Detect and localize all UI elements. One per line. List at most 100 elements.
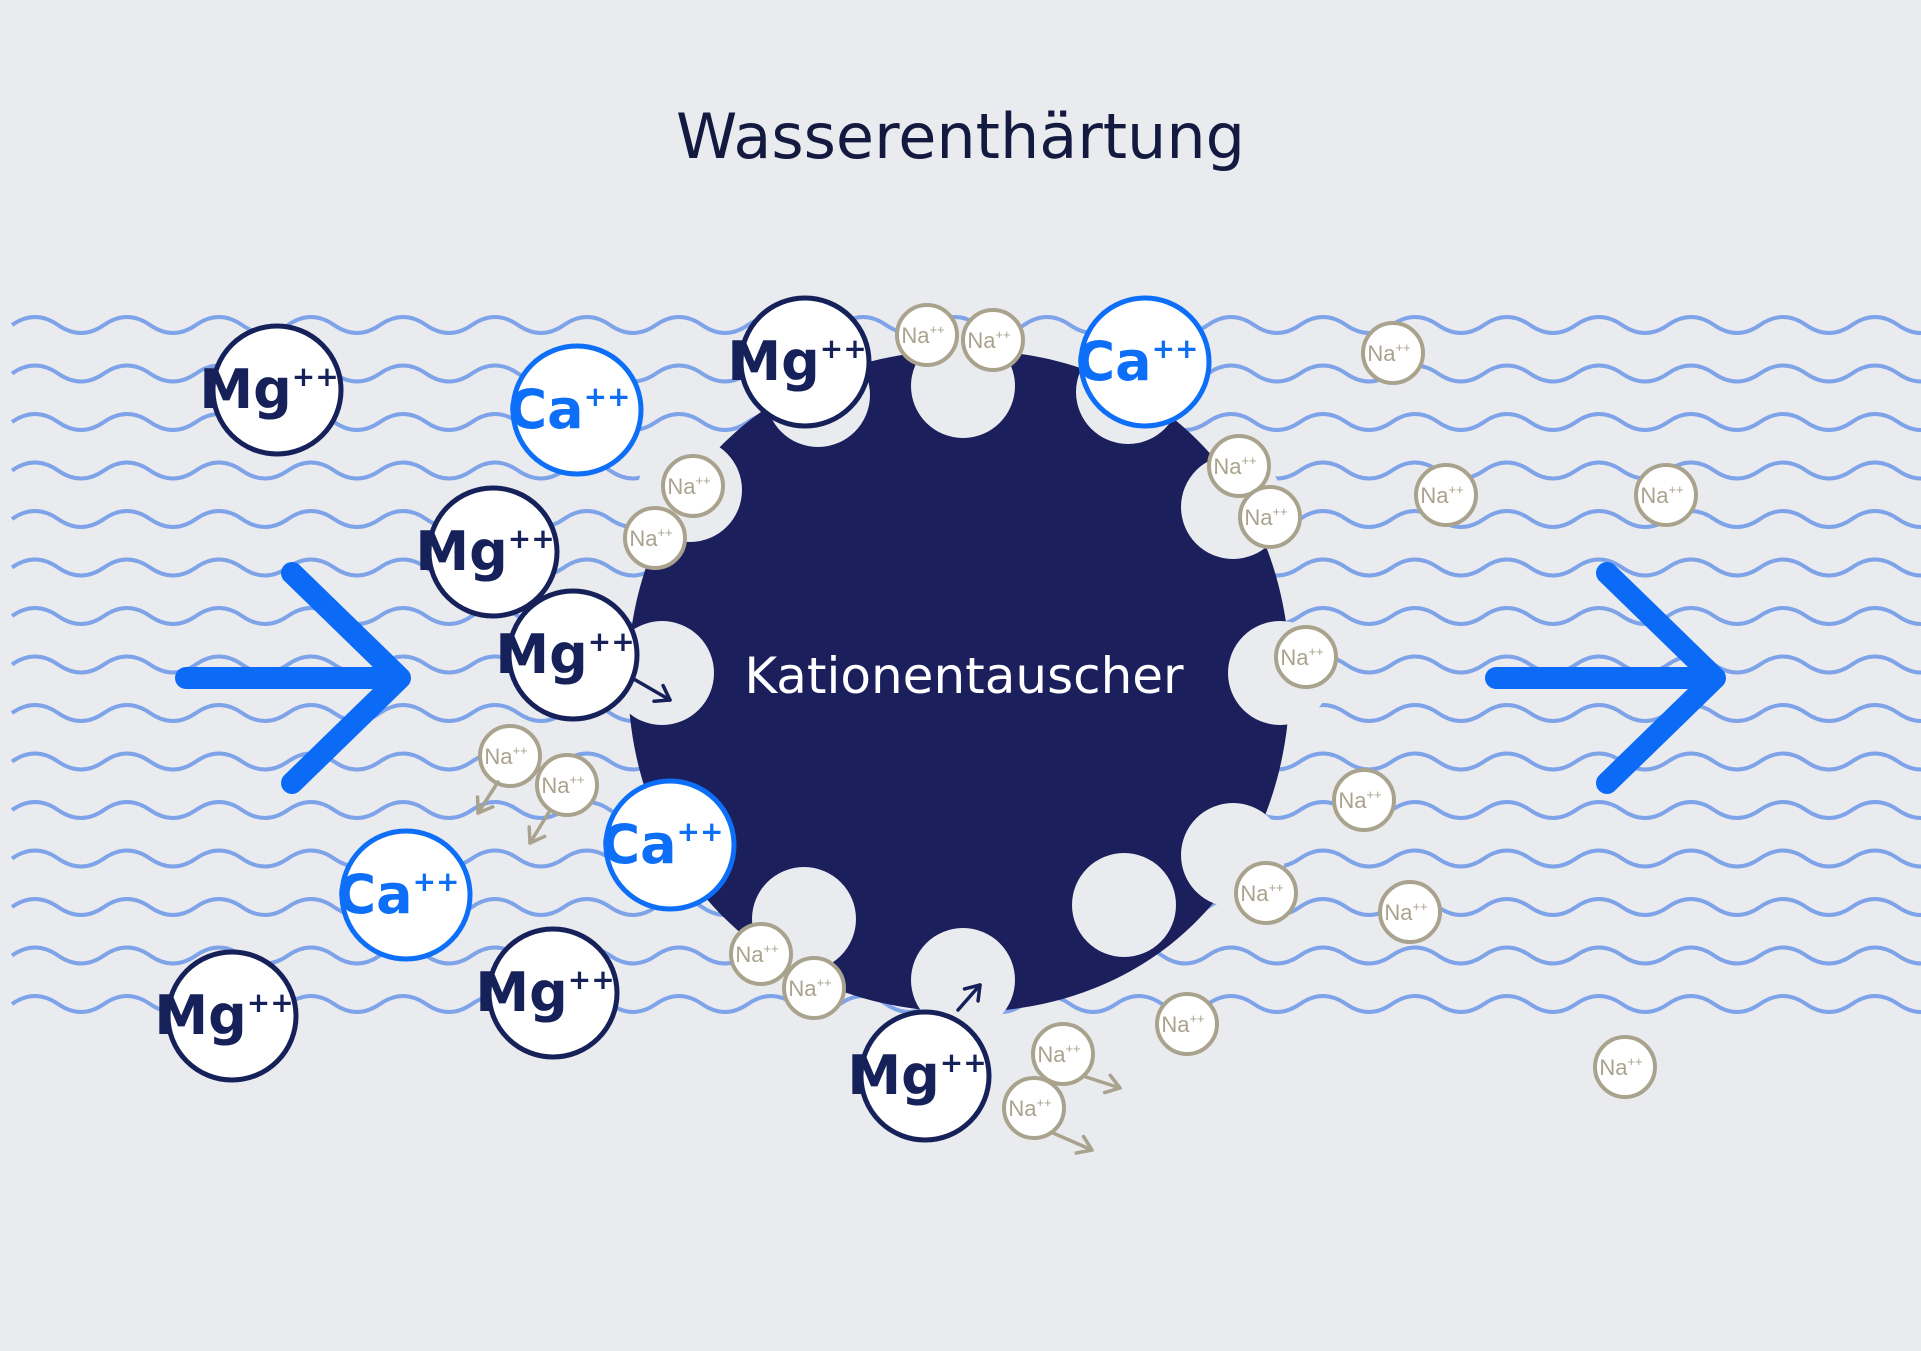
- mg-ion-charge: ++: [588, 625, 635, 658]
- ion-movement-arrow-icon: [475, 780, 500, 815]
- na-ion-circle: [1238, 485, 1302, 549]
- na-ion: Na++: [1207, 434, 1271, 498]
- na-ion-charge: ++: [1308, 644, 1323, 659]
- ca-ion-label: Ca++: [337, 863, 460, 926]
- na-ion-circle: [1274, 625, 1338, 689]
- na-ion-charge: ++: [995, 327, 1010, 342]
- cation-exchanger-label: Kationentauscher: [744, 647, 1184, 705]
- na-ion-symbol: Na: [1338, 788, 1367, 813]
- flow-arrows: [175, 562, 1726, 794]
- na-ion-symbol: Na: [541, 773, 570, 798]
- ion-movement-arrow-icon: [630, 676, 672, 703]
- ca-ion: Ca++: [337, 828, 473, 962]
- na-ion-circle: [1207, 434, 1271, 498]
- na-ion-label: Na++: [1640, 482, 1683, 508]
- ca-ion-symbol: Ca: [508, 378, 584, 441]
- na-ion: Na++: [1361, 321, 1425, 385]
- mg-ion-circle: [426, 485, 560, 619]
- ca-ion-charge: ++: [413, 865, 460, 898]
- na-ion: Na++: [1634, 463, 1698, 527]
- ions: Mg++Mg++Mg++Mg++Mg++Mg++Mg++Ca++Ca++Ca++…: [154, 295, 1698, 1143]
- na-ion-charge: ++: [657, 525, 672, 540]
- na-ion-symbol: Na: [788, 976, 817, 1001]
- na-ion-circle: [782, 956, 846, 1020]
- cation-exchanger-body: [628, 350, 1290, 1012]
- ca-ion-symbol: Ca: [601, 813, 677, 876]
- na-ion-charge: ++: [1272, 504, 1287, 519]
- na-ion-charge: ++: [1366, 787, 1381, 802]
- mg-ion-charge: ++: [940, 1046, 987, 1079]
- na-ion-charge: ++: [1412, 899, 1427, 914]
- na-ion: Na++: [661, 454, 725, 518]
- na-ion-circle: [1332, 768, 1396, 832]
- mg-ion: Mg++: [847, 1009, 992, 1143]
- na-ion-circle: [1002, 1076, 1066, 1140]
- ca-ion-symbol: Ca: [337, 863, 413, 926]
- na-ion: Na++: [729, 922, 793, 986]
- na-ion-charge: ++: [1268, 880, 1283, 895]
- na-ion: Na++: [961, 308, 1025, 372]
- na-ion-circle: [1634, 463, 1698, 527]
- ca-ion-circle: [339, 828, 473, 962]
- na-ion: Na++: [1238, 485, 1302, 549]
- ca-ion-label: Ca++: [508, 378, 631, 441]
- mg-ion-circle: [210, 323, 344, 457]
- ca-ion-symbol: Ca: [1076, 330, 1152, 393]
- na-ion-symbol: Na: [1244, 505, 1273, 530]
- exchanger-notch: [911, 928, 1015, 1032]
- ca-ion-circle: [603, 778, 737, 912]
- na-ion: Na++: [1274, 625, 1338, 689]
- na-ion-symbol: Na: [1213, 454, 1242, 479]
- ca-ion: Ca++: [1076, 295, 1212, 429]
- na-ion-circle: [729, 922, 793, 986]
- na-ion-circle: [1155, 992, 1219, 1056]
- mg-ion-symbol: Mg: [847, 1044, 939, 1107]
- na-ion-label: Na++: [735, 941, 778, 967]
- mg-ion-circle: [738, 295, 872, 429]
- na-ion-symbol: Na: [1280, 645, 1309, 670]
- na-ion-charge: ++: [569, 772, 584, 787]
- exchanger-notch: [1072, 853, 1176, 957]
- mg-ion: Mg++: [154, 949, 299, 1083]
- mg-ion: Mg++: [495, 588, 640, 722]
- na-ion-charge: ++: [695, 473, 710, 488]
- na-ion-charge: ++: [1627, 1054, 1642, 1069]
- na-ion-charge: ++: [1241, 453, 1256, 468]
- na-ion-label: Na++: [788, 975, 831, 1001]
- flow-in-arrow-icon: [175, 562, 411, 794]
- na-ion-symbol: Na: [667, 474, 696, 499]
- na-ion-label: Na++: [667, 473, 710, 499]
- na-ion-label: Na++: [629, 525, 672, 551]
- mg-ion-charge: ++: [292, 360, 339, 393]
- na-ion-symbol: Na: [1420, 483, 1449, 508]
- na-ion: Na++: [895, 303, 959, 367]
- na-ion-symbol: Na: [1384, 900, 1413, 925]
- na-ion-label: Na++: [901, 322, 944, 348]
- na-ion-charge: ++: [929, 322, 944, 337]
- na-ion: Na++: [535, 753, 599, 817]
- na-ion-charge: ++: [1036, 1095, 1051, 1110]
- na-ion-label: Na++: [484, 743, 527, 769]
- na-ion-charge: ++: [1189, 1011, 1204, 1026]
- na-ion: Na++: [782, 956, 846, 1020]
- mg-ion-symbol: Mg: [199, 358, 291, 421]
- na-ion: Na++: [1414, 463, 1478, 527]
- ca-ion-circle: [510, 343, 644, 477]
- na-ion-symbol: Na: [1008, 1096, 1037, 1121]
- na-ion-charge: ++: [816, 975, 831, 990]
- na-ion-label: Na++: [1244, 504, 1287, 530]
- na-ion: Na++: [1378, 880, 1442, 944]
- ca-ion: Ca++: [601, 778, 737, 912]
- mg-ion-symbol: Mg: [727, 330, 819, 393]
- ion-movement-arrows: [475, 676, 1122, 1155]
- na-ion-circle: [1031, 1022, 1095, 1086]
- na-ion-label: Na++: [1161, 1011, 1204, 1037]
- mg-ion-label: Mg++: [847, 1044, 986, 1107]
- mg-ion-circle: [165, 949, 299, 1083]
- na-ion-circle: [478, 724, 542, 788]
- mg-ion-charge: ++: [247, 986, 294, 1019]
- ca-ion-charge: ++: [1152, 332, 1199, 365]
- na-ion-symbol: Na: [629, 526, 658, 551]
